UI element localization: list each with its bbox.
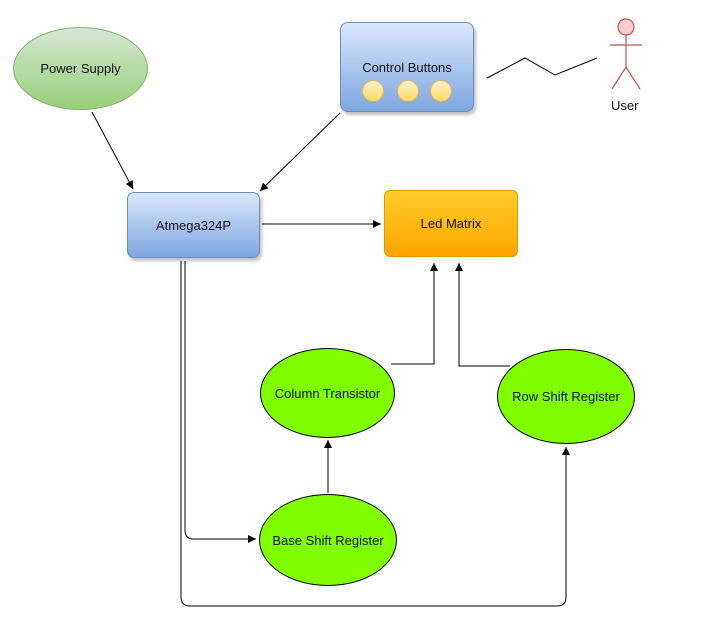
edge-user-to-buttons	[486, 57, 598, 79]
edge-power-to-atmega	[91, 111, 134, 190]
column-transistor-node[interactable]: Column Transistor	[260, 348, 395, 438]
led-matrix-label: Led Matrix	[420, 216, 482, 231]
edge-row-to-led	[455, 263, 510, 367]
power-supply-node[interactable]: Power Supply	[13, 27, 148, 110]
base-shift-register-node[interactable]: Base Shift Register	[259, 494, 397, 586]
user-label: User	[611, 98, 639, 113]
user-actor-icon	[610, 18, 642, 90]
row-shift-register-label: Row Shift Register	[512, 389, 620, 404]
edge-buttons-to-atmega	[259, 112, 341, 192]
button-dot-2	[397, 80, 419, 102]
row-shift-register-node[interactable]: Row Shift Register	[497, 349, 635, 444]
edge-column-to-led	[391, 263, 438, 365]
column-transistor-label: Column Transistor	[274, 385, 381, 401]
power-supply-label: Power Supply	[40, 61, 121, 76]
edge-atmega-to-base	[184, 261, 256, 543]
base-shift-register-label: Base Shift Register	[272, 532, 384, 548]
edge-atmega-to-row	[180, 261, 570, 607]
button-dot-3	[430, 80, 452, 102]
button-dot-1	[362, 80, 384, 102]
control-buttons-node[interactable]: Control Buttons	[340, 22, 474, 112]
led-matrix-node[interactable]: Led Matrix	[384, 190, 518, 257]
control-buttons-label: Control Buttons	[362, 60, 452, 75]
atmega-label: Atmega324P	[155, 217, 232, 233]
atmega-node[interactable]: Atmega324P	[127, 192, 260, 258]
